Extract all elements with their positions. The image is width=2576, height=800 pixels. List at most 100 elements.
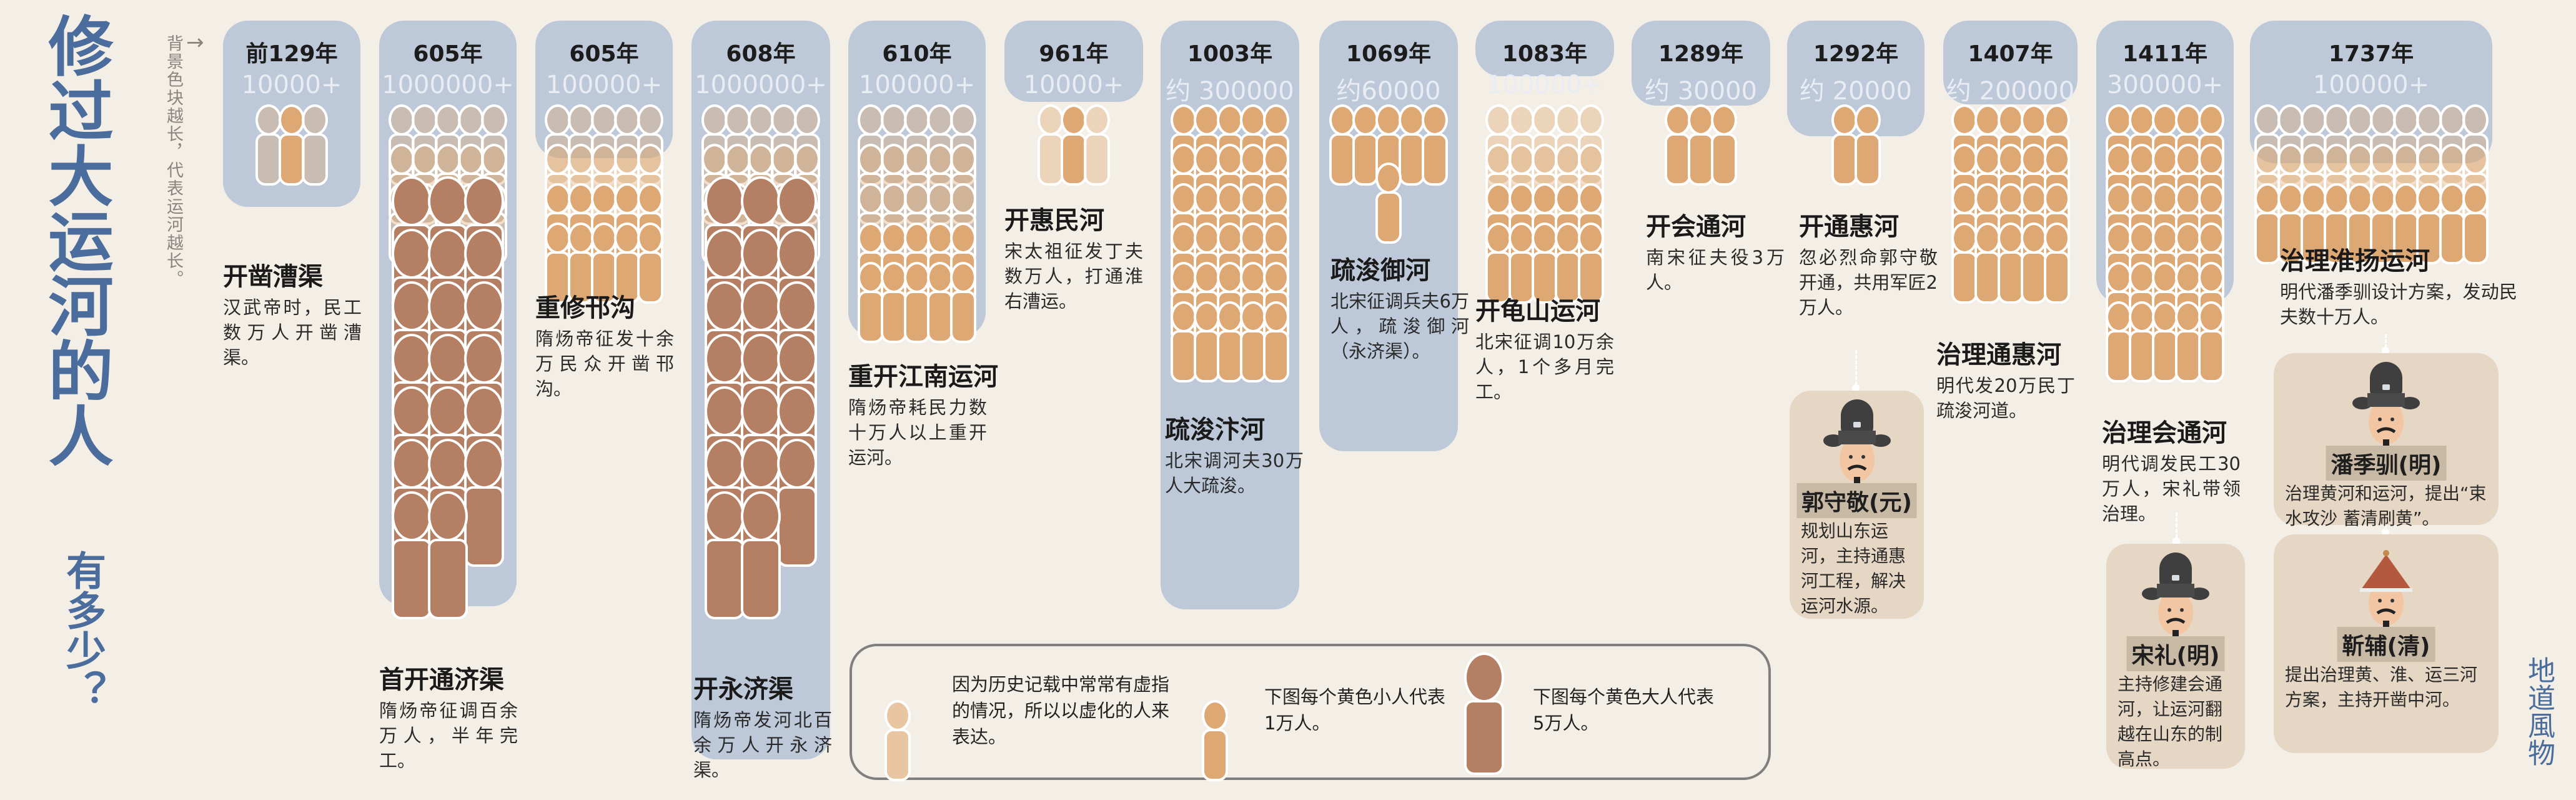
event-title: 疏浚汴河 — [1165, 416, 1265, 444]
big-person-icon — [392, 491, 432, 619]
worker-count: 10000+ — [1023, 71, 1124, 99]
event-title: 首开通济渠 — [379, 666, 504, 694]
year-label: 1289年 — [1658, 41, 1744, 67]
faded-person-icon — [1084, 104, 1110, 186]
event-description: 明代发20万民丁疏浚河道。 — [1936, 375, 2075, 421]
faded-person-icon — [255, 104, 282, 186]
event-title: 治理会通河 — [2102, 419, 2227, 448]
small-person-icon — [2106, 301, 2132, 382]
connector-dot — [2172, 538, 2180, 545]
big-person-icon — [741, 491, 781, 619]
connector-dot — [2382, 347, 2389, 354]
small-person-icon — [279, 104, 305, 186]
person-name: 潘季驯(明) — [2326, 446, 2447, 481]
small-person-icon — [1831, 104, 1858, 186]
small-person-icon — [568, 222, 594, 304]
event-description: 明代调发民工30万人，宋礼带领治理。 — [2102, 453, 2241, 524]
event-description: 南宋征夫役3万人。 — [1646, 247, 1785, 293]
event-title: 开永济渠 — [693, 675, 793, 704]
person-description: 主持修建会通河，让运河翻越在山东的制高点。 — [2118, 674, 2223, 769]
small-person-icon — [1665, 104, 1691, 186]
year-label: 1292年 — [1813, 41, 1899, 67]
small-person-icon — [1202, 700, 1228, 781]
connector-line — [2176, 512, 2177, 544]
small-person-icon — [2198, 301, 2224, 382]
worker-count: 100000+ — [2312, 71, 2430, 99]
canal-length-box: 1083年 100000+ — [1475, 21, 1614, 99]
faded-person-icon — [302, 104, 328, 186]
legend-big-text: 下图每个黄色大人代表5万人。 — [1533, 686, 1715, 734]
small-person-icon — [637, 222, 663, 304]
timeline-column: 605年 100000+ — [535, 0, 673, 800]
qing-official-portrait-icon — [2349, 541, 2424, 637]
timeline-column: 1292年约 20000 — [1787, 0, 1925, 800]
event-description: 北宋征调10万余人，1个多月完工。 — [1475, 331, 1614, 402]
year-label: 608年 — [726, 41, 796, 67]
year-label: 1069年 — [1345, 41, 1432, 67]
small-person-icon — [950, 262, 976, 343]
event-description: 北宋调河夫30万人大疏浚。 — [1165, 450, 1304, 496]
small-person-icon — [2277, 183, 2304, 264]
timeline-column: 1289年约 30000 — [1632, 0, 1770, 800]
main-title: 修过大运河的人 — [37, 12, 114, 468]
year-label: 1083年 — [1502, 41, 1588, 67]
event-title: 治理通惠河 — [1936, 341, 2061, 369]
person-description: 治理黄河和运河，提出“束水攻沙 蓄清刷黄”。 — [2285, 483, 2487, 529]
small-person-icon — [1578, 222, 1604, 304]
canal-length-box: 1407年约 200000 — [1943, 21, 2078, 106]
canal-length-box: 1737年 100000+ — [2250, 21, 2492, 163]
small-person-icon — [2043, 222, 2070, 304]
person-card: 潘季驯(明)治理黄河和运河，提出“束水攻沙 蓄清刷黄”。 — [2274, 353, 2499, 529]
person-card: 宋礼(明)主持修建会通河，让运河翻越在山东的制高点。 — [2106, 544, 2245, 769]
event-description: 忽必烈命郭守敬开通，共用军匠2万人。 — [1799, 247, 1938, 318]
small-person-icon — [2462, 183, 2489, 264]
worker-count: 10000+ — [241, 71, 342, 99]
event-description: 隋炀帝耗民力数十万人以上重开运河。 — [848, 397, 987, 468]
event-title: 开龟山运河 — [1475, 297, 1600, 326]
big-person-icon — [705, 491, 745, 619]
worker-count: 100000+ — [545, 71, 663, 99]
worker-count: 约 20000 — [1800, 77, 1912, 106]
event-description: 隋炀帝发河北百余万人开永济渠。 — [693, 709, 832, 781]
year-label: 1737年 — [2328, 41, 2414, 67]
event-title: 开会通河 — [1646, 212, 1746, 241]
publisher-logo: 地道風物 — [2523, 656, 2555, 766]
year-label: 605年 — [413, 41, 483, 67]
faded-person-icon — [884, 700, 911, 781]
person-card: 靳辅(清)提出治理黄、淮、运三河方案，主持开凿中河。 — [2274, 534, 2499, 753]
legend-faded-text: 因为历史记载中常常有虚指的情况，所以以虚化的人来表达。 — [952, 674, 1170, 748]
small-person-icon — [2129, 301, 2155, 382]
small-person-icon — [1171, 301, 1197, 382]
connector-line — [2385, 334, 2387, 353]
year-label: 605年 — [569, 41, 639, 67]
connector-dot — [1852, 384, 1860, 392]
small-person-icon — [1555, 222, 1581, 304]
worker-count: 约 300000 — [1166, 77, 1294, 106]
worker-count: 1000000+ — [695, 71, 827, 99]
small-person-icon — [1240, 301, 1266, 382]
timeline-column: 605年 1000000+ — [379, 0, 517, 800]
worker-count: 约 30000 — [1645, 77, 1757, 106]
timeline-column: 608年 1000000+ — [691, 0, 830, 800]
worker-count: 1000000+ — [382, 71, 514, 99]
person-name: 宋礼(明) — [2126, 636, 2225, 671]
worker-count: 100000+ — [1486, 71, 1603, 99]
event-title: 开惠民河 — [1004, 206, 1104, 235]
timeline-column: 1407年约 200000 — [1943, 0, 2078, 800]
small-person-icon — [881, 262, 907, 343]
event-title: 重修邗沟 — [535, 294, 635, 322]
worker-count: 约60000 — [1336, 77, 1441, 106]
faded-person-icon — [1038, 104, 1064, 186]
ming-official-portrait-icon — [1820, 397, 1895, 493]
small-person-icon — [1485, 222, 1512, 304]
small-person-icon — [1711, 104, 1737, 186]
small-person-icon — [1422, 104, 1448, 186]
big-person-icon — [428, 491, 468, 619]
small-person-icon — [1997, 222, 2024, 304]
small-person-icon — [1854, 104, 1881, 186]
small-person-icon — [1974, 222, 2001, 304]
timeline-column: 1069年约60000 — [1319, 0, 1458, 800]
legend-box: 因为历史记载中常常有虚指的情况，所以以虚化的人来表达。 下图每个黄色小人代表1万… — [850, 644, 1771, 781]
arrow-right-icon: → — [186, 30, 204, 55]
